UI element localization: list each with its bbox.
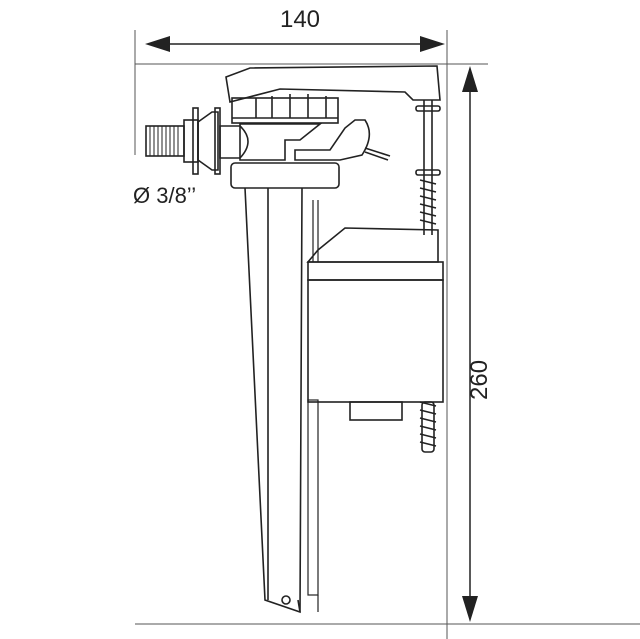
float-cup bbox=[306, 227, 444, 421]
inlet-thread-label: Ø 3/8’’ bbox=[133, 183, 197, 208]
inlet-thread bbox=[145, 107, 249, 175]
lever-arm bbox=[225, 65, 441, 103]
valve-nut bbox=[231, 94, 339, 124]
valve-tube bbox=[244, 187, 303, 614]
height-dimension-line bbox=[462, 66, 478, 622]
valve-side-block bbox=[294, 119, 371, 161]
height-dimension-label: 260 bbox=[466, 359, 493, 400]
valve-base bbox=[230, 162, 340, 189]
valve-body bbox=[239, 123, 323, 161]
extension-lines bbox=[134, 30, 640, 639]
width-dimension-line bbox=[145, 36, 445, 52]
width-dimension-label: 140 bbox=[279, 6, 321, 33]
adjust-screw bbox=[415, 100, 441, 453]
rack bbox=[307, 200, 319, 612]
